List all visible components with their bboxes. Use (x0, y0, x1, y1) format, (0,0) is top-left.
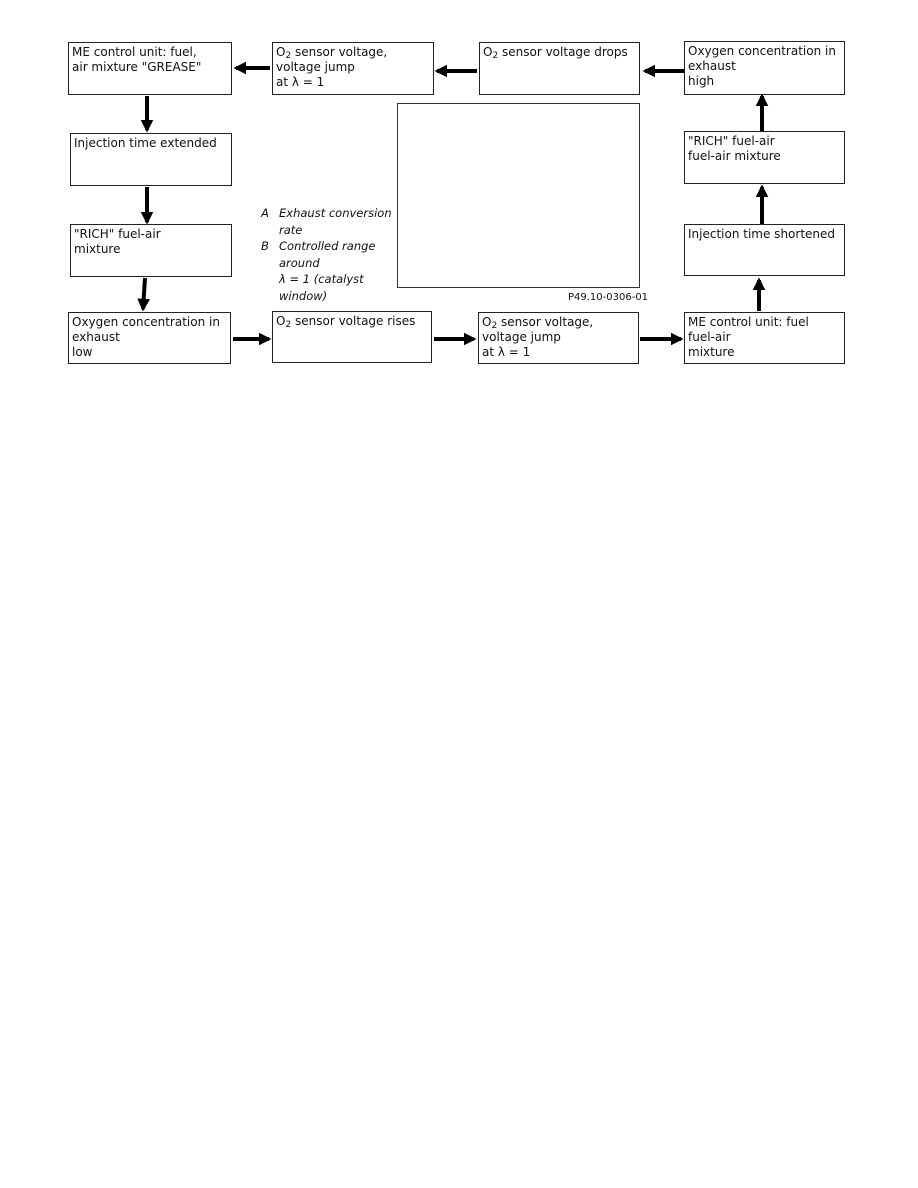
o2-voltage-jump-bottom-box: O2 sensor voltage, voltage jump at λ = 1 (478, 312, 639, 364)
legend-item-a: A Exhaust conversion rate (261, 205, 392, 238)
legend-b-line-3: λ = 1 (catalyst (279, 272, 364, 286)
oxygen-high-box: Oxygen concentration in exhaust high (684, 41, 845, 95)
rich-right-box: "RICH" fuel-air fuel-air mixture (684, 131, 845, 184)
arrow-rich-left-to-oxy-low (137, 277, 151, 312)
legend-key-a: A (261, 206, 269, 220)
me-control-fuel-box: ME control unit: fuel fuel-air mixture (684, 312, 845, 364)
legend-item-b: B Controlled range around λ = 1 (catalys… (261, 238, 392, 304)
o2-voltage-drops-box: O2 sensor voltage drops (479, 42, 640, 95)
oxy-high-line-3: high (688, 74, 715, 88)
oxy-low-line-2: exhaust (72, 330, 120, 344)
me-fuel-line-2: fuel-air (688, 330, 731, 344)
rich-left-line-1: "RICH" fuel-air (74, 227, 161, 241)
inj-extended-line-1: Injection time extended (74, 136, 217, 150)
oxy-high-line-2: exhaust (688, 59, 736, 73)
catalyst-window-graphic-frame (397, 103, 640, 288)
o2-jump-bottom-line-1: O2 sensor voltage, (482, 315, 594, 331)
rich-right-line-2: fuel-air mixture (688, 149, 781, 163)
o2-rises-line-1: O2 sensor voltage rises (276, 314, 416, 330)
legend-b-line-2: around (279, 255, 320, 270)
rich-left-box: "RICH" fuel-air mixture (70, 224, 232, 277)
o2-jump-bottom-line-3: at λ = 1 (482, 345, 531, 359)
oxy-low-line-3: low (72, 345, 93, 359)
figure-code: P49.10-0306-01 (568, 292, 649, 303)
injection-shortened-box: Injection time shortened (684, 224, 845, 276)
o2-jump-top-line-3: at λ = 1 (276, 75, 325, 89)
o2-jump-bottom-line-2: voltage jump (482, 330, 561, 344)
injection-extended-box: Injection time extended (70, 133, 232, 186)
legend-a-line-2: rate (279, 222, 303, 237)
oxy-high-line-1: Oxygen concentration in (688, 44, 836, 58)
me-control-grease-box: ME control unit: fuel, air mixture "GREA… (68, 42, 232, 95)
me-grease-line-1: ME control unit: fuel, (72, 45, 197, 59)
o2-drops-line-1: O2 sensor voltage drops (483, 45, 628, 61)
o2-jump-top-line-2: voltage jump (276, 60, 355, 74)
me-grease-line-2: air mixture "GREASE" (72, 60, 202, 74)
o2-voltage-jump-top-box: O2 sensor voltage, voltage jump at λ = 1 (272, 42, 434, 95)
o2-jump-top-line-1: O2 sensor voltage, (276, 45, 388, 61)
o2-voltage-rises-box: O2 sensor voltage rises (272, 311, 432, 363)
legend-key-b: B (261, 239, 269, 253)
legend-b-line-1: Controlled range (279, 239, 376, 253)
me-fuel-line-1: ME control unit: fuel (688, 315, 809, 329)
legend-b-line-4: window) (279, 288, 328, 303)
rich-left-line-2: mixture (74, 242, 121, 256)
oxy-low-line-1: Oxygen concentration in (72, 315, 220, 329)
legend-a-line-1: Exhaust conversion (279, 206, 392, 220)
me-fuel-line-3: mixture (688, 345, 735, 359)
oxygen-low-box: Oxygen concentration in exhaust low (68, 312, 231, 364)
legend: A Exhaust conversion rate B Controlled r… (261, 205, 392, 304)
inj-shortened-line-1: Injection time shortened (688, 227, 836, 241)
rich-right-line-1: "RICH" fuel-air (688, 134, 775, 148)
